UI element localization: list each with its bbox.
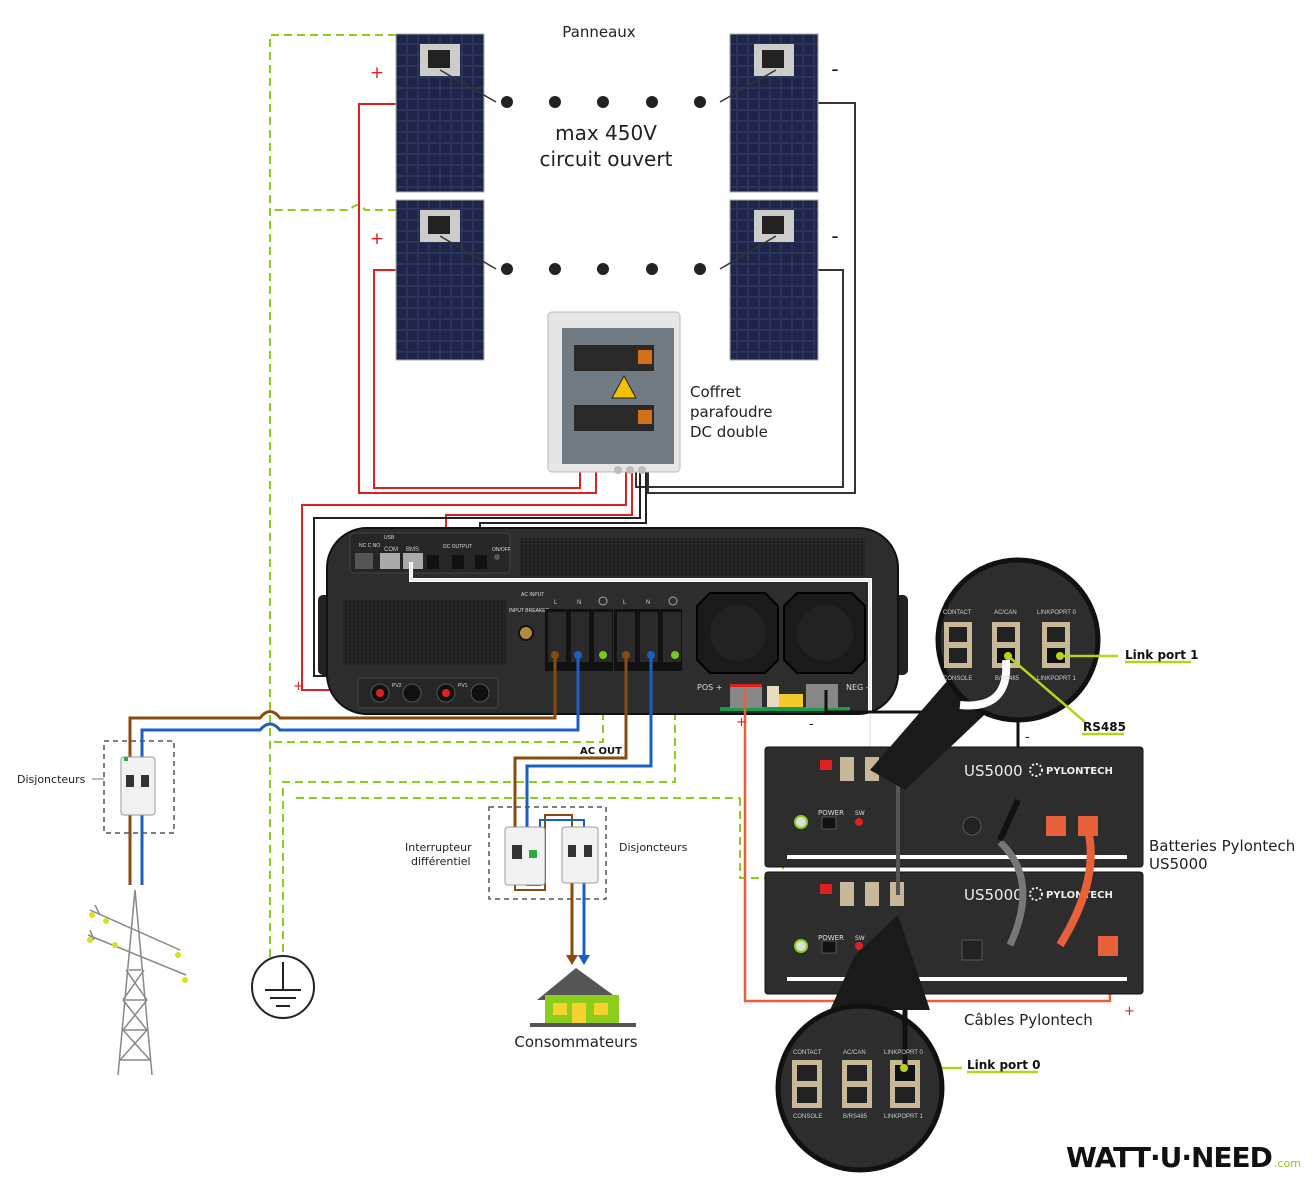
- minus-sign: -: [1025, 730, 1030, 745]
- power-label: POWER: [818, 809, 844, 817]
- fans: [696, 592, 866, 674]
- surge-box-label-3: DC double: [690, 423, 768, 441]
- power-label: POWER: [818, 934, 844, 942]
- grid-breakers-label: Disjoncteurs: [17, 773, 86, 786]
- port-label: AC/CAN: [994, 610, 1017, 616]
- neg-label: NEG -: [846, 683, 869, 692]
- solar-panel: [395, 33, 485, 193]
- input-breaker: [518, 625, 534, 641]
- ac-out-label: AC OUT: [580, 746, 622, 757]
- cables-label: Câbles Pylontech: [964, 1011, 1093, 1029]
- pv2-label: PV2: [392, 683, 402, 689]
- minus-sign: -: [315, 669, 320, 684]
- plus-sign: +: [736, 715, 747, 730]
- battery-model: US5000: [964, 762, 1023, 780]
- magnifier-link-port-0: CONTACT AC/CAN LINKPOPRT 0 CONSOLE B/RS4…: [775, 915, 945, 1173]
- ac-input-label: AC INPUT: [521, 592, 544, 598]
- port-label: CONTACT: [943, 610, 972, 616]
- sw-label: SW: [855, 935, 865, 942]
- plus-sign: +: [370, 229, 384, 249]
- minus-sign: -: [831, 224, 838, 248]
- ac-out-breaker: [561, 826, 599, 884]
- n-label: N: [577, 600, 581, 606]
- port-label: B/RS485: [995, 676, 1020, 682]
- battery-brand: PYLONTECH: [1046, 766, 1113, 777]
- series-dots: [501, 96, 706, 275]
- surge-box-label-2: parafoudre: [690, 403, 773, 421]
- com-port: [380, 553, 400, 569]
- usb-label: USB: [384, 535, 395, 541]
- logo-suffix: .com: [1274, 1157, 1301, 1170]
- ac-wires: [128, 655, 653, 965]
- magnifier-link-port-1: CONTACT AC/CAN LINKPOPRT 0 CONSOLE B/RS4…: [870, 557, 1101, 790]
- pos-label: POS +: [697, 683, 722, 692]
- ground-wires: [269, 34, 800, 960]
- rcd-label: Interrupteur: [405, 841, 472, 854]
- battery-brand: PYLONTECH: [1046, 890, 1113, 901]
- com-label: COM: [384, 547, 398, 553]
- input-breaker-label: INPUT BREAKER: [509, 608, 550, 614]
- surge-protection-box: [547, 311, 681, 474]
- link-port-1-callout: Link port 1: [1125, 648, 1198, 662]
- pv-wires: [301, 102, 856, 691]
- port-label: CONSOLE: [943, 676, 972, 682]
- minus-sign: -: [809, 717, 814, 732]
- surge-box-label: Coffret: [690, 383, 741, 401]
- plus-sign: +: [1124, 1004, 1135, 1019]
- battery-model: US5000: [964, 886, 1023, 904]
- n-label: N: [646, 600, 650, 606]
- link-port-0-callout: Link port 0: [967, 1058, 1040, 1072]
- plus-sign: +: [370, 63, 384, 83]
- power-pylon-icon: [87, 889, 188, 1076]
- voltage-label-2: circuit ouvert: [540, 147, 673, 171]
- port-label: LINKPOPRT 0: [884, 1050, 923, 1056]
- pv1-label: PV1: [458, 683, 468, 689]
- panels-label: Panneaux: [562, 23, 636, 41]
- battery-title-2: US5000: [1149, 855, 1208, 873]
- ac-breakers-label: Disjoncteurs: [619, 841, 688, 854]
- house-icon: [530, 968, 636, 1027]
- battery-interlink-positive: [1056, 829, 1095, 948]
- battery-interlink-negative: [997, 839, 1027, 947]
- watt-u-need-logo: WATT·U·NEED .com: [1066, 1141, 1301, 1174]
- port-label: LINKPOPRT 1: [1037, 676, 1076, 682]
- port-label: LINKPOPRT 1: [884, 1114, 923, 1120]
- solar-panel: [729, 199, 819, 361]
- port-label: LINKPOPRT 0: [1037, 610, 1076, 616]
- logo-text: WATT·U·NEED: [1066, 1141, 1272, 1174]
- port-label: B/RS485: [843, 1114, 868, 1120]
- port-label: AC/CAN: [843, 1050, 866, 1056]
- consumers-label: Consommateurs: [514, 1033, 637, 1051]
- minus-sign: -: [831, 57, 838, 81]
- bms-label: BMS: [406, 547, 419, 553]
- l-label: L: [554, 600, 558, 606]
- solar-panel: [729, 33, 819, 193]
- relay-label: NC C NO: [359, 543, 380, 549]
- ac-out-enclosure: [488, 806, 607, 900]
- on-off-label: ON/OFF: [492, 547, 511, 553]
- sw-label: SW: [855, 810, 865, 817]
- battery-stack: POWER SW US5000 PYLONTECH POWER SW US500…: [764, 746, 1144, 995]
- rcd-label-2: différentiel: [411, 855, 471, 868]
- earth-ground-icon: [251, 955, 315, 1019]
- on-off-button: [494, 554, 500, 560]
- voltage-label: max 450V: [555, 121, 657, 145]
- battery-module: POWER SW US5000 PYLONTECH: [764, 746, 1144, 868]
- solar-panels: [395, 33, 819, 361]
- bms-port: [403, 553, 423, 569]
- grid-breaker: [120, 756, 156, 816]
- rcd-switch: [504, 826, 546, 886]
- port-label: CONTACT: [793, 1050, 822, 1056]
- l-label: L: [623, 600, 627, 606]
- solar-panel: [395, 199, 485, 361]
- plus-sign: +: [293, 679, 304, 694]
- battery-title: Batteries Pylontech: [1149, 837, 1295, 855]
- inverter: NC C NO USB COM BMS DC OUTPUT ON/OFF AC …: [318, 527, 908, 715]
- rs485-callout: RS485: [1083, 720, 1126, 734]
- port-label: CONSOLE: [793, 1114, 822, 1120]
- dc-output-label: DC OUTPUT: [443, 544, 472, 550]
